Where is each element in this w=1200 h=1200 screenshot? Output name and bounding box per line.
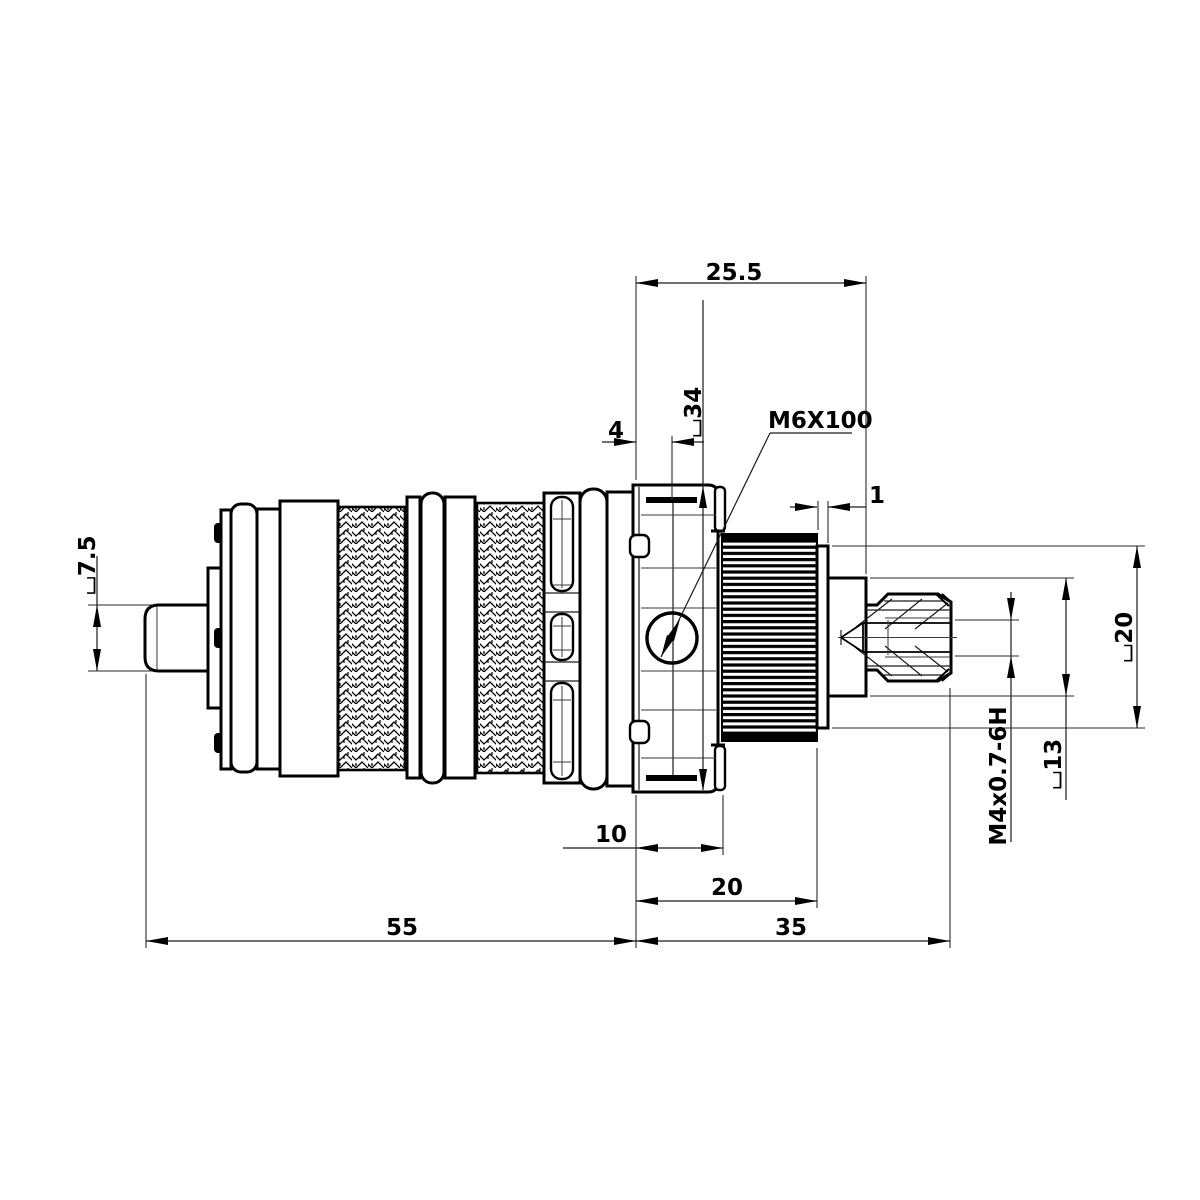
port-slot bbox=[549, 495, 575, 593]
hex-chamfer-hatch-lower bbox=[855, 645, 952, 682]
dim-spline-length: 20 bbox=[636, 875, 817, 905]
knurled-section-left bbox=[336, 505, 407, 772]
dim-label: 55 bbox=[386, 915, 418, 941]
dim-collar-thickness: 1 bbox=[790, 483, 885, 543]
end-plate-stack bbox=[206, 499, 340, 778]
oring-ring-group bbox=[405, 491, 477, 785]
dim-top-width: 25.5 bbox=[635, 260, 867, 574]
collar-disc bbox=[815, 544, 830, 730]
flange-step-band-bottom bbox=[646, 775, 697, 781]
dim-collar-diameter: ⌴20 bbox=[832, 545, 1145, 729]
dim-label: 25.5 bbox=[706, 260, 763, 286]
port-slot bbox=[549, 612, 575, 662]
oring-capsule bbox=[419, 491, 446, 785]
stub-shaft bbox=[143, 603, 210, 673]
callout-thread-m6: M6X100 bbox=[660, 408, 873, 658]
dim-label: ⌴34 bbox=[681, 387, 707, 437]
tapped-hole-m4 bbox=[838, 617, 957, 658]
flange-rim-top bbox=[713, 485, 727, 533]
bottom-extension-lines bbox=[145, 674, 951, 948]
dim-label: 20 bbox=[711, 875, 743, 901]
dim-label: 1 bbox=[869, 483, 885, 509]
dim-flange-length: 10 bbox=[563, 822, 723, 852]
slotted-sleeve bbox=[542, 491, 582, 785]
dim-front-length: 35 bbox=[636, 915, 950, 945]
dim-label: M4x0.7-6H bbox=[986, 706, 1012, 845]
dim-label: M6X100 bbox=[768, 408, 873, 434]
port-slot bbox=[549, 681, 575, 781]
flange-left-lug bbox=[628, 533, 651, 559]
flange-rim-bottom bbox=[713, 744, 727, 792]
dim-label: ⌴13 bbox=[1041, 739, 1067, 789]
dim-flange-diameter: ⌴34 bbox=[681, 300, 707, 791]
dim-body-length: 55 bbox=[146, 915, 636, 945]
dim-tapped-hole: M4x0.7-6H bbox=[955, 592, 1019, 846]
knurled-section-right bbox=[475, 501, 546, 775]
front-ring-group bbox=[578, 487, 635, 791]
cartridge-part-view bbox=[143, 483, 957, 794]
mounting-hole bbox=[645, 611, 699, 665]
spline-section bbox=[721, 533, 818, 742]
dim-flange-inset: 4 bbox=[602, 418, 704, 500]
main-flange bbox=[628, 483, 727, 794]
flange-left-lug bbox=[628, 719, 651, 745]
dim-label: ⌴7.5 bbox=[75, 535, 101, 594]
dim-label: ⌴20 bbox=[1112, 612, 1138, 662]
dim-label: 10 bbox=[595, 822, 627, 848]
dim-stem-diameter: ⌴13 bbox=[870, 577, 1074, 800]
hex-end bbox=[838, 592, 957, 683]
hex-chamfer-hatch-upper bbox=[855, 593, 952, 630]
dim-label: 4 bbox=[608, 418, 624, 444]
dim-label: 35 bbox=[775, 915, 807, 941]
dim-stub-diameter: ⌴7.5 bbox=[75, 535, 152, 672]
